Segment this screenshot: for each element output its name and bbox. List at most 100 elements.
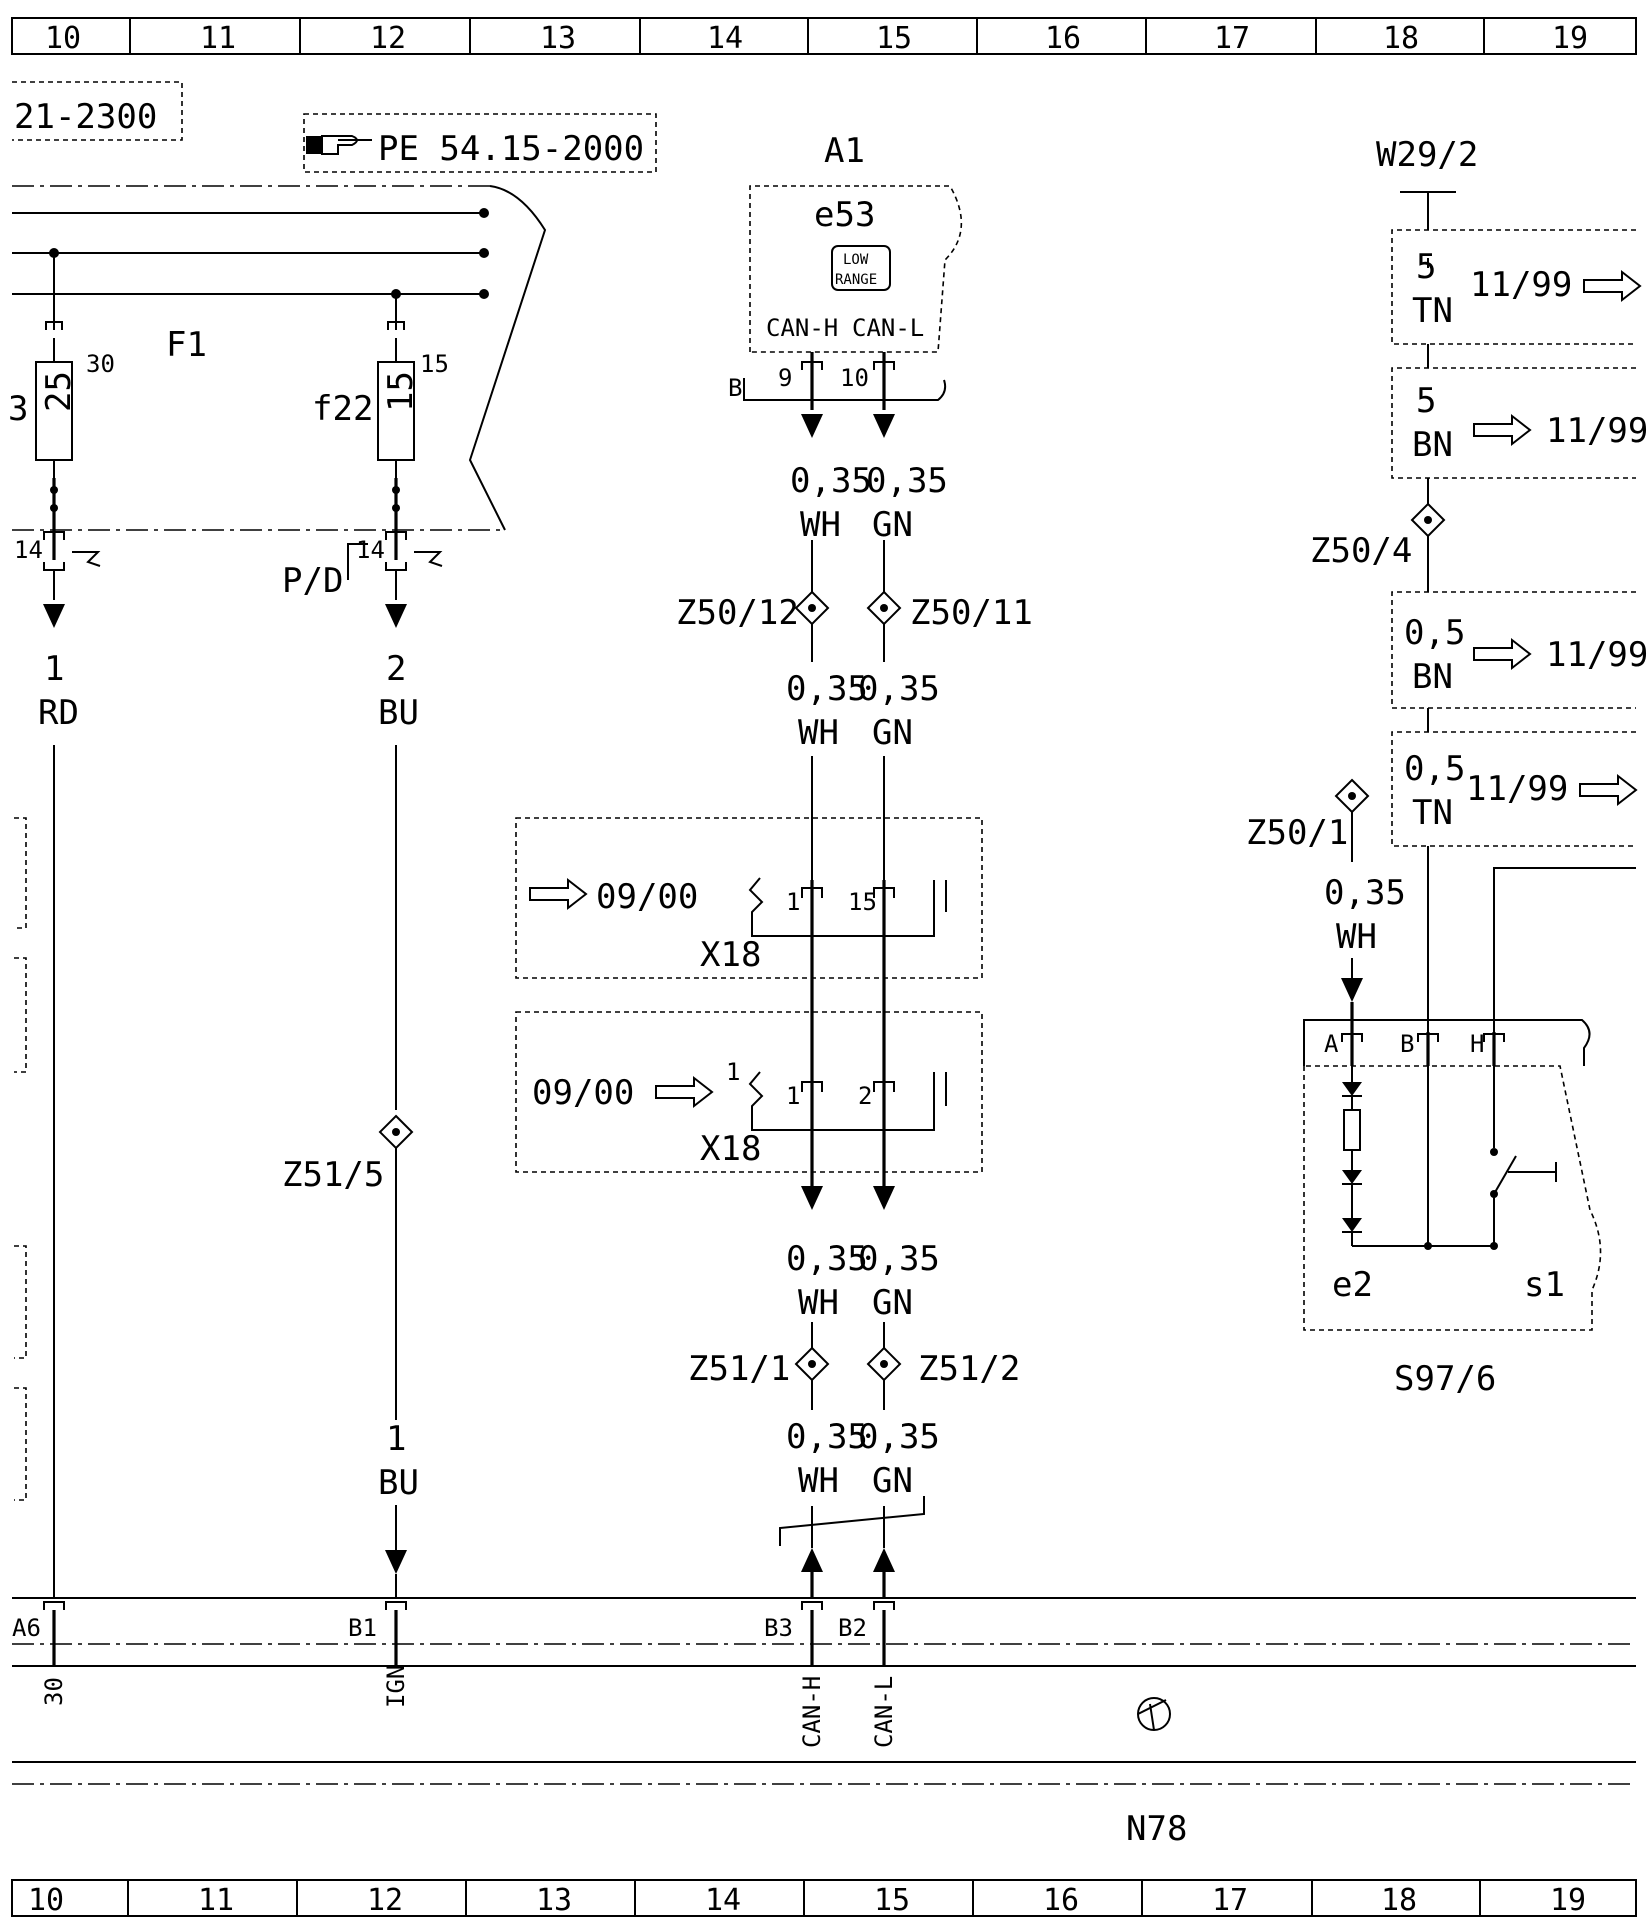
wire-can-gn: 0,35 GN Z50/11 0,35 GN 0,35 GN Z51/2 0,3… [779,461,1033,1598]
pin-h: H [1470,1030,1484,1058]
wire-wh-color-1: WH [800,505,841,545]
splice-z50-4: Z50/4 [1310,531,1412,571]
grid-bottom-col-19: 19 [1550,1883,1586,1918]
terminal-30-bottom: 30 [40,1677,68,1706]
wire-gn-size-3: 0,35 [858,1239,940,1279]
x18-pin-15: 15 [848,888,877,916]
version-11-99-c: 11/99 [1546,635,1648,675]
module-n78: A6 B1 B3 B2 30 IGN CAN-H CAN-L N78 [12,1597,1636,1849]
wire-gn-size-2: 0,35 [858,669,940,709]
grid-col-13: 13 [540,21,576,56]
wire-gn-size-1: 0,35 [866,461,948,501]
terminal-30-top: 30 [86,350,115,378]
wire-gn-color-2: GN [872,713,913,753]
module-a1: A1 e53 LOW RANGE CAN-H CAN-L B 9 10 [728,131,963,438]
grid-col-15: 15 [876,21,912,56]
arrow-right-icon [1473,637,1532,671]
x18-pin-2: 2 [858,1082,872,1110]
wire-tn05-num: 0,5 [1404,749,1465,789]
version-11-99-d: 11/99 [1466,769,1568,809]
arrow-right-icon [529,877,588,911]
version-11-99-b: 11/99 [1546,411,1648,451]
fuse-25-rating: 25 [39,371,79,412]
x18-side-pin: 1 [726,1058,740,1086]
arrow-right-icon [1473,413,1532,447]
grid-bottom-col-12: 12 [367,1883,403,1918]
wire-bn5-color: BN [1412,425,1453,465]
x18-pin-1: 1 [786,888,800,916]
grid-bottom-col-16: 16 [1043,1883,1079,1918]
led-icon [1342,1082,1362,1097]
version-09-00-a: 09/00 [596,877,698,917]
splice-z50-1: Z50/1 [1246,813,1348,853]
wire-gn-color-3: GN [872,1283,913,1323]
grid-bottom-col-13: 13 [536,1883,572,1918]
f1-label: F1 [166,325,207,365]
s1-label: s1 [1524,1265,1565,1305]
terminal-ign: IGN [382,1665,410,1708]
fuse-25: 25 3 30 14 [8,253,115,628]
ref-box-left: 21-2300 [12,81,183,141]
wire-bu1-color: BU [378,1463,419,1503]
fuse-f22-rating: 15 [381,371,421,412]
pin-b2: B2 [838,1614,867,1642]
grid-col-17: 17 [1214,21,1250,56]
splice-z51-2: Z51/2 [918,1349,1020,1389]
s97-6-label: S97/6 [1394,1359,1496,1399]
low-range-line2: RANGE [835,272,877,288]
ref-21-2300: 21-2300 [14,97,157,137]
grid-bottom-col-14: 14 [705,1883,741,1918]
ref-pe-54-15-2000: PE 54.15-2000 [378,129,644,169]
terminal-15-top: 15 [420,350,449,378]
wire-bu2-num: 2 [386,649,406,689]
x18-pin-1b: 1 [786,1082,800,1110]
grid-col-14: 14 [707,21,743,56]
n78-label: N78 [1126,1809,1187,1849]
splice-z51-1: Z51/1 [688,1349,790,1389]
wire-bn5-num: 5 [1416,381,1436,421]
wire-bu: 2 BU Z51/5 1 BU [282,649,419,1598]
pin-b1: B1 [348,1614,377,1642]
plug-b-label: B [728,374,742,402]
grid-bottom-col-10: 10 [28,1883,64,1918]
splice-z50-12: Z50/12 [676,593,799,633]
wire-wh-size-1: 0,35 [790,461,872,501]
grid-col-10: 10 [45,21,81,56]
pin-b3: B3 [764,1614,793,1642]
pin-a6: A6 [12,1614,41,1642]
a1-label: A1 [824,131,865,171]
can-l-label: CAN-L [852,314,924,342]
arrow-right-icon [655,1075,714,1109]
pin-9: 9 [778,364,792,392]
splice-z50-11: Z50/11 [910,593,1033,633]
e53-label: e53 [814,195,875,235]
p-d-label: P/D [282,561,343,601]
version-09-00-b: 09/00 [532,1073,634,1113]
grid-bottom-col-17: 17 [1212,1883,1248,1918]
wire-bn05-color: BN [1412,657,1453,697]
grid-col-19: 19 [1552,21,1588,56]
wire-z50-1-color: WH [1336,917,1377,957]
splice-z51-5: Z51/5 [282,1155,384,1195]
connector-w29-2: W29/2 5 TN 11/99 5 BN 11/99 Z50/4 0,5 BN… [1310,135,1648,1032]
wire-gn-color-4: GN [872,1461,913,1501]
wire-z50-1-size: 0,35 [1324,873,1406,913]
grid-bottom-col-11: 11 [198,1883,234,1918]
low-range-line1: LOW [843,252,869,268]
pin-14-left: 14 [14,536,43,564]
x18-label-2: X18 [700,1129,761,1169]
switch-icon [1493,1155,1557,1195]
wire-rd-color: RD [38,693,79,733]
low-range-icon [831,245,891,291]
wire-gn-size-4: 0,35 [858,1417,940,1457]
wire-bu1-num: 1 [386,1419,406,1459]
pin-10: 10 [840,364,869,392]
pin-a: A [1324,1030,1339,1058]
grid-bottom-col-15: 15 [874,1883,910,1918]
wire-wh-color-2: WH [798,713,839,753]
wire-rd-num: 1 [44,649,64,689]
led-icon [1342,1170,1362,1185]
wire-wh-size-2: 0,35 [786,669,868,709]
wire-wh-size-3: 0,35 [786,1239,868,1279]
version-11-99-a: 11/99 [1470,265,1572,305]
